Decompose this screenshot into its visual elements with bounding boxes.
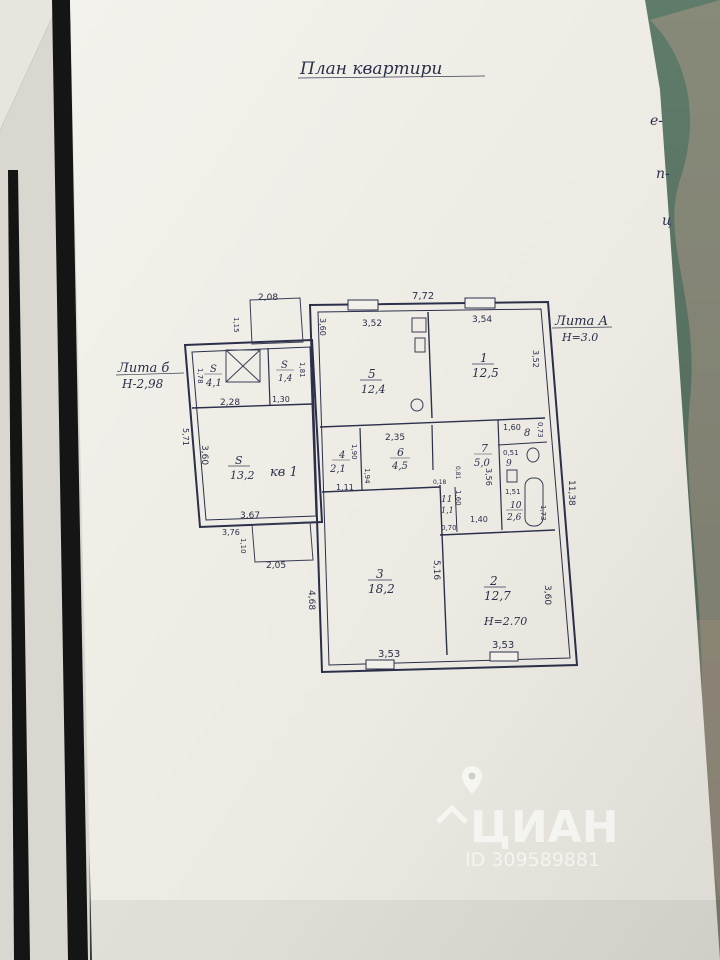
- dimension: 2,05: [266, 561, 286, 571]
- bathtub-icon: [524, 477, 544, 527]
- dimension: 1,11: [336, 483, 354, 492]
- room-area: 12,5: [472, 366, 499, 380]
- sink-icon: [506, 469, 518, 483]
- dimension: 2,28: [220, 398, 240, 408]
- room-area: 2,6: [506, 513, 522, 523]
- lita-a-label: Лита А: [554, 314, 608, 329]
- annex-walls: [183, 297, 324, 563]
- boiler-icon: [410, 398, 424, 412]
- dimension: 3,52: [362, 319, 382, 329]
- vent-box: [225, 349, 261, 383]
- dimension: 3,60: [542, 585, 552, 605]
- dimension: 7,72: [412, 291, 434, 302]
- dimension: 1,94: [363, 468, 371, 484]
- dimension: 0,70: [441, 524, 457, 532]
- dimension: 3,54: [472, 315, 492, 325]
- room-number: 11: [441, 495, 452, 505]
- dimension: 1,60: [503, 423, 521, 432]
- margin-note: ц: [662, 213, 672, 229]
- room-area: 12,7: [484, 589, 511, 603]
- dimension: 1,90: [350, 444, 358, 460]
- room-number: S: [235, 454, 243, 467]
- dimension: 3,76: [222, 528, 240, 537]
- room-number: 9: [506, 459, 512, 469]
- main-building-walls: [308, 297, 579, 674]
- dimension: 1,81: [298, 362, 306, 378]
- dimension: 3,56: [484, 468, 493, 486]
- room-number: 5: [368, 367, 376, 381]
- dimension: 0,51: [503, 449, 519, 457]
- dimension: 1,30: [272, 395, 290, 404]
- dimension: 3,53: [492, 640, 514, 651]
- margin-note: п-: [656, 166, 670, 182]
- room-height: Н=2.70: [483, 615, 527, 628]
- room-number: S: [210, 364, 217, 375]
- room-labels: 1 12,5 2 12,7 Н=2.70 3 18,2 4 2,1 5 12,4…: [204, 351, 530, 628]
- apartment-label: кв 1: [270, 465, 298, 480]
- location-pin-icon: [436, 766, 482, 824]
- dimension: 3,67: [240, 511, 260, 521]
- lita-a-height: Н=3.0: [561, 331, 598, 344]
- toilet-icon: [526, 447, 540, 463]
- lita-b-height: Н-2,98: [121, 377, 164, 391]
- room-area: 4,5: [391, 461, 408, 472]
- watermark-brand: ЦИАН: [470, 802, 619, 853]
- dimension: 1,60: [454, 490, 462, 506]
- dimension: 1,15: [232, 317, 240, 333]
- dimension: 5,16: [431, 560, 441, 580]
- room-area: 13,2: [230, 469, 255, 482]
- stove-fixture: [411, 317, 427, 333]
- watermark: ЦИАН ID 309589881: [436, 766, 619, 871]
- room-number: 3: [376, 567, 384, 581]
- dimension: 3,53: [378, 649, 400, 660]
- dimension: 1,40: [470, 515, 488, 524]
- binder-strip: [8, 170, 30, 960]
- dimension: 1,10: [239, 538, 247, 554]
- room-number: 6: [397, 446, 404, 459]
- dimension: 0,73: [536, 422, 544, 438]
- room-area: 12,4: [361, 383, 386, 396]
- room-number: 10: [510, 501, 522, 511]
- dimension: 0,18: [433, 479, 447, 486]
- room-area: 4,1: [205, 378, 222, 389]
- dimension: 2,35: [385, 433, 405, 443]
- room-number: S: [281, 360, 288, 371]
- dimension: 1,51: [505, 488, 521, 496]
- dimension: 4,68: [306, 590, 316, 610]
- window: [347, 299, 379, 311]
- dimensions: 7,72 3,52 3,54 3,53 3,53 2,35 1,11 1,60 …: [181, 291, 576, 660]
- room-area: 1,1: [441, 506, 454, 515]
- room-area: 1,4: [278, 374, 293, 384]
- dimension: 3,52: [531, 350, 540, 368]
- room-number: 1: [480, 351, 488, 365]
- dimension: 0,81: [454, 466, 461, 480]
- room-number: 4: [338, 450, 345, 461]
- dimension: 1,78: [196, 368, 204, 384]
- window: [489, 651, 519, 662]
- binder-strip-2: [52, 0, 88, 960]
- window: [464, 297, 496, 309]
- margin-note: е-: [650, 113, 663, 129]
- paper-sheet: [70, 0, 720, 960]
- lita-b-label: Лита б: [117, 361, 169, 376]
- plan-title: План квартири: [299, 59, 442, 79]
- paper-shadow: [90, 900, 720, 960]
- window: [365, 659, 395, 670]
- dimension: 3,60: [318, 318, 327, 336]
- room-number: 8: [524, 428, 530, 439]
- room-number: 2: [489, 574, 498, 588]
- watermark-id: ID 309589881: [465, 849, 600, 871]
- dimension: 2,08: [258, 293, 278, 303]
- room-area: 2,1: [329, 464, 346, 475]
- dimension: 5,71: [181, 428, 190, 446]
- room-number: 7: [481, 442, 488, 455]
- dimension: 1,73: [539, 505, 547, 521]
- room-area: 18,2: [368, 582, 395, 596]
- room-area: 5,0: [474, 458, 491, 469]
- dimension: 3,60: [199, 445, 209, 465]
- dimension: 11,38: [566, 480, 576, 506]
